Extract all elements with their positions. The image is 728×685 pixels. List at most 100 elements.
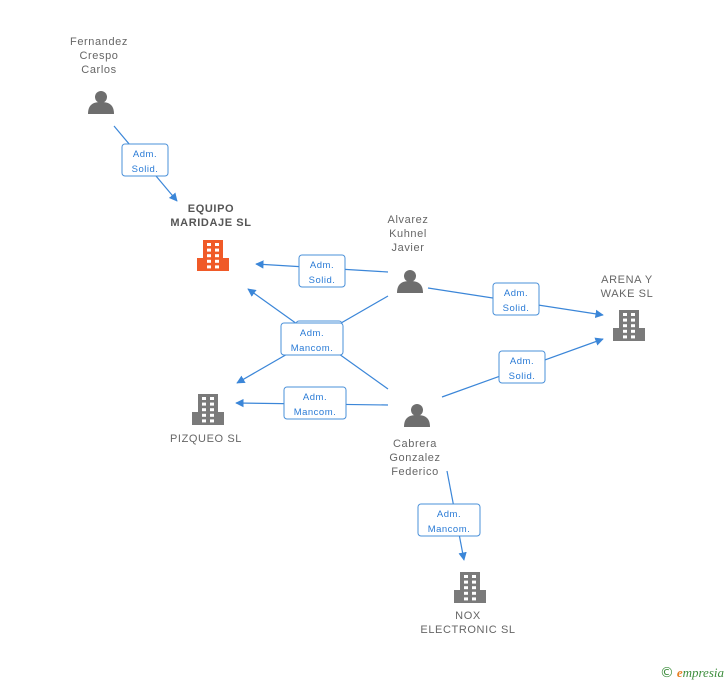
building-window	[631, 313, 635, 316]
edge-label-text: Solid.	[132, 164, 159, 175]
building-window	[207, 259, 211, 263]
building-window	[623, 324, 627, 328]
brand-initial: e	[676, 665, 683, 680]
building-window	[202, 413, 206, 417]
building-window	[472, 580, 476, 584]
building-window	[207, 254, 211, 258]
building-window	[215, 265, 219, 269]
edge-label-cabrera-equipo[interactable]: Adm. Mancom.	[280, 322, 344, 356]
edge-label-text: Adm.	[300, 328, 324, 339]
building-window	[631, 324, 635, 328]
building-window	[207, 248, 211, 252]
building-window	[215, 243, 219, 246]
edge-label-text: Adm.	[504, 288, 528, 299]
node-label-cabrera: Cabrera	[393, 438, 437, 450]
building-window	[464, 586, 468, 590]
building-windows	[464, 575, 476, 601]
building-window	[472, 586, 476, 590]
building-window	[202, 402, 206, 406]
node-label-nox: ELECTRONIC SL	[420, 624, 515, 636]
building-window	[202, 408, 206, 412]
building-windows	[202, 397, 214, 423]
building-window	[210, 408, 214, 412]
node-label-fernandez: Fernandez	[70, 36, 128, 48]
node-label-arena: ARENA Y	[601, 274, 653, 286]
building-window	[464, 575, 468, 578]
node-label-nox: NOX	[455, 610, 481, 622]
edge-label-alvarez-equipo[interactable]: Adm. Solid.	[298, 254, 346, 288]
node-label-fernandez: Carlos	[81, 64, 116, 76]
edge-label-text: Solid.	[309, 275, 336, 286]
building-window	[623, 329, 627, 333]
edge-label-text: Adm.	[133, 149, 157, 160]
edge-label-text: Adm.	[437, 509, 461, 520]
edge-label-text: Adm.	[510, 356, 534, 367]
building-window	[472, 575, 476, 578]
node-label-alvarez: Javier	[392, 242, 425, 254]
building-window	[623, 313, 627, 316]
building-window	[210, 413, 214, 417]
edge-label-text: Mancom.	[428, 524, 471, 535]
edge-label-text: Solid.	[503, 303, 530, 314]
person-icon	[404, 404, 430, 427]
edge-label-box	[121, 143, 169, 177]
person-icon	[397, 270, 423, 293]
building-window	[472, 597, 476, 601]
building-icon	[197, 240, 229, 271]
edge-label-cabrera-pizqueo[interactable]: Adm.Mancom.	[283, 386, 347, 420]
edge-label-box	[417, 503, 481, 537]
building-window	[464, 591, 468, 595]
building-window	[210, 397, 214, 400]
edge-label-box	[492, 282, 540, 316]
node-label-equipo: MARIDAJE SL	[170, 217, 251, 229]
building-window	[472, 591, 476, 595]
building-window	[623, 335, 627, 339]
edge-label-text: Mancom.	[291, 343, 334, 354]
building-window	[623, 318, 627, 322]
brand-name: mpresia	[682, 665, 724, 680]
building-window	[464, 580, 468, 584]
building-window	[210, 402, 214, 406]
building-icon	[192, 394, 224, 425]
node-label-alvarez: Kuhnel	[389, 228, 427, 240]
node-nox[interactable]: NOX ELECTRONIC SL	[420, 572, 515, 636]
building-window	[210, 419, 214, 423]
building-window	[215, 254, 219, 258]
building-window	[202, 397, 206, 400]
node-equipo[interactable]: EQUIPO MARIDAJE SL	[170, 203, 251, 271]
building-window	[207, 243, 211, 246]
edge-label-text: Solid.	[509, 371, 536, 382]
node-label-cabrera: Federico	[391, 466, 439, 478]
building-icon	[454, 572, 486, 603]
node-label-fernandez: Crespo	[79, 50, 118, 62]
edge-label-cabrera-nox[interactable]: Adm. Mancom.	[417, 503, 481, 537]
building-window	[464, 597, 468, 601]
building-windows	[623, 313, 635, 339]
edge-label-box	[280, 322, 344, 356]
edge-label-text: Mancom.	[294, 407, 337, 418]
building-icon	[613, 310, 645, 341]
building-window	[631, 318, 635, 322]
edge-label-box	[498, 350, 546, 384]
edge-label-box	[298, 254, 346, 288]
edge-label-box	[283, 386, 347, 420]
person-icon	[88, 91, 114, 114]
edge-label-cabrera-arena[interactable]: Adm. Solid.	[498, 350, 546, 384]
node-label-pizqueo: PIZQUEO SL	[170, 433, 242, 445]
building-window	[202, 419, 206, 423]
edge-label-fernandez-equipo[interactable]: Adm. Solid.	[121, 143, 169, 177]
brand-footer: ©empresia	[660, 665, 724, 681]
building-window	[631, 329, 635, 333]
node-label-equipo: EQUIPO	[188, 203, 234, 215]
edge-label-text: Adm.	[310, 260, 334, 271]
edge-label-alvarez-arena[interactable]: Adm. Solid.	[492, 282, 540, 316]
node-pizqueo[interactable]: PIZQUEO SL	[170, 394, 242, 445]
building-windows	[207, 243, 219, 269]
node-label-cabrera: Gonzalez	[389, 452, 440, 464]
